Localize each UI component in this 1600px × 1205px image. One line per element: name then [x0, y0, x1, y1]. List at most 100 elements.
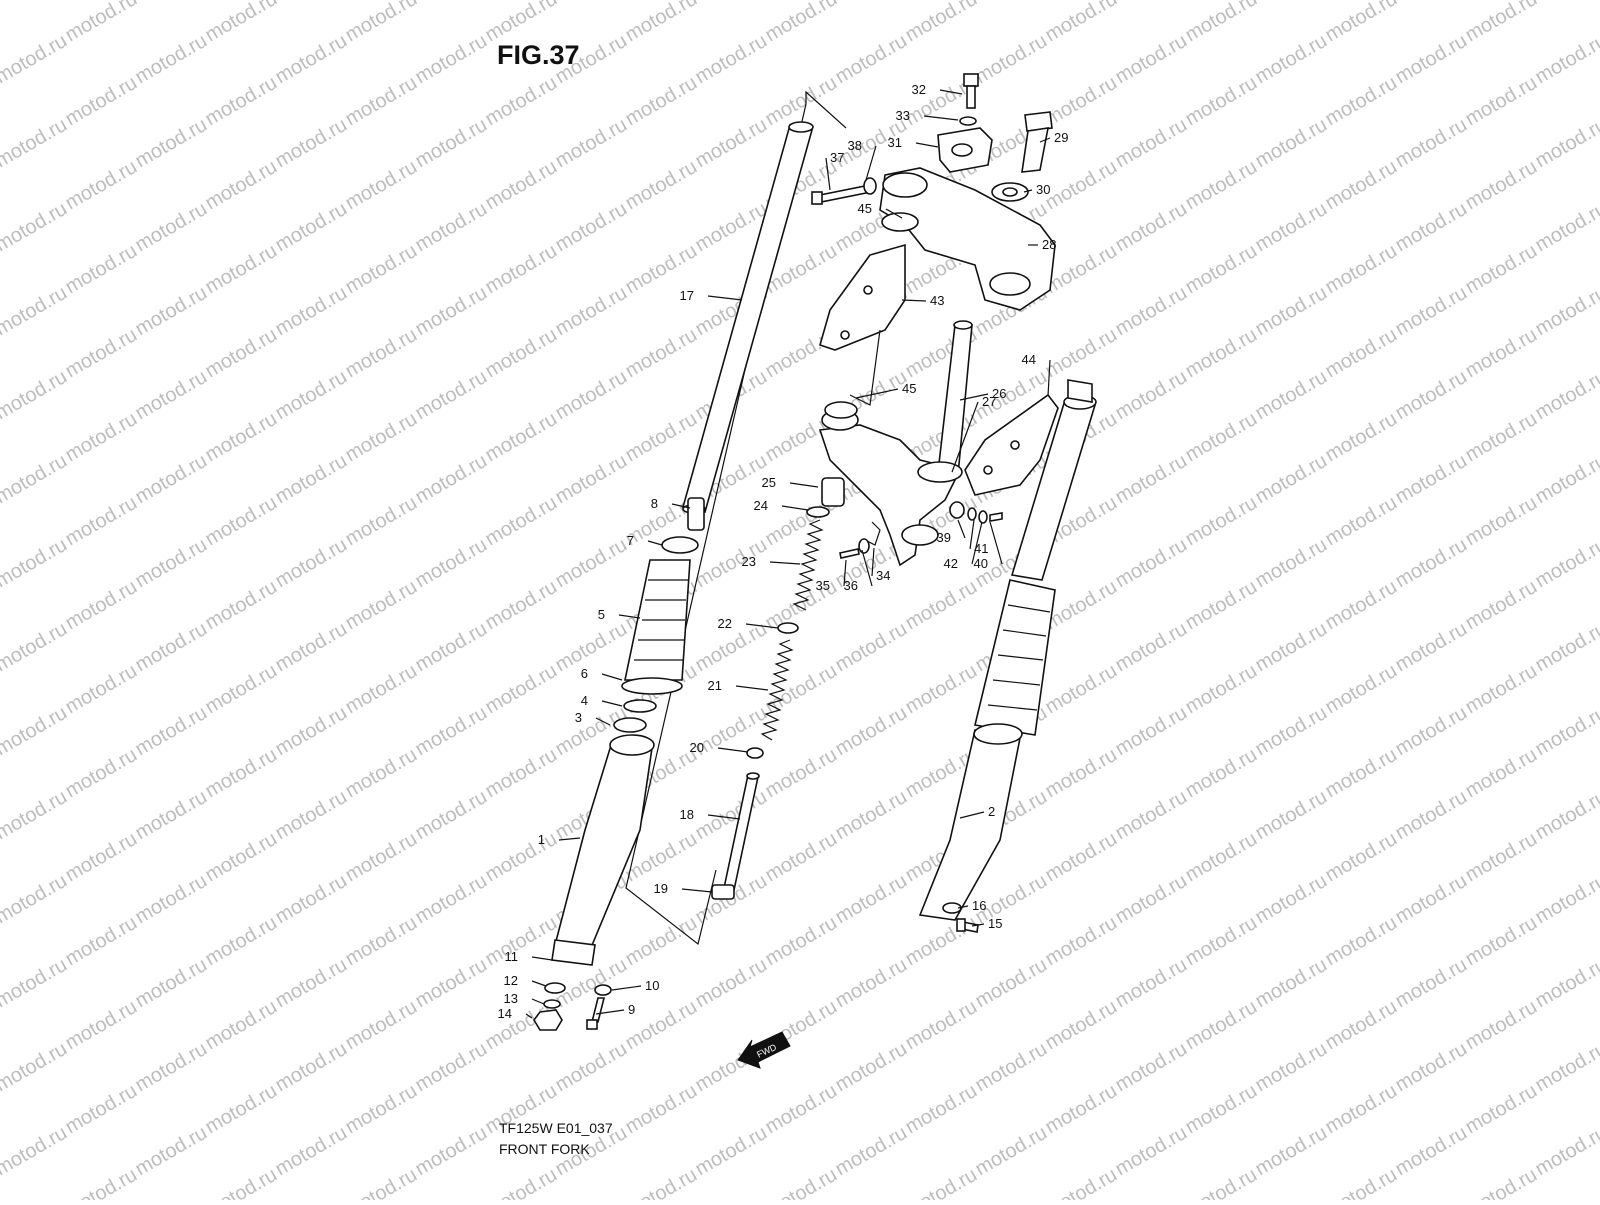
watermark-text: motod.ru — [342, 1164, 421, 1200]
watermark-text: motod.ru — [832, 30, 911, 89]
watermark-text: motod.ru — [1252, 1122, 1331, 1181]
watermark-text: motod.ru — [272, 954, 351, 1013]
callout-number: 32 — [912, 82, 926, 97]
washer-41 — [968, 508, 976, 520]
watermark-text: motod.ru — [552, 1038, 631, 1097]
watermark-text: motod.ru — [0, 1122, 71, 1181]
watermark-text: motod.ru — [202, 1164, 281, 1200]
watermark-text: motod.ru — [1532, 618, 1600, 677]
watermark-text: motod.ru — [482, 1164, 561, 1200]
callout-number: 31 — [888, 135, 902, 150]
watermark-text: motod.ru — [972, 30, 1051, 89]
callout-number: 36 — [844, 578, 858, 593]
watermark-text: motod.ru — [1462, 240, 1541, 299]
watermark-text: motod.ru — [482, 72, 561, 131]
callout-number: 4 — [581, 693, 588, 708]
watermark-text: motod.ru — [1112, 870, 1191, 929]
watermark-text: motod.ru — [622, 72, 701, 131]
watermark-text: motod.ru — [342, 72, 421, 131]
callout-number: 20 — [690, 740, 704, 755]
watermark-text: motod.ru — [762, 0, 841, 46]
watermark-text: motod.ru — [622, 1080, 701, 1139]
watermark-text: motod.ru — [412, 30, 491, 89]
watermark-text: motod.ru — [1042, 1164, 1121, 1200]
watermark-text: motod.ru — [972, 954, 1051, 1013]
watermark-text: motod.ru — [132, 618, 211, 677]
callout-number: 45 — [902, 381, 916, 396]
watermark-text: motod.ru — [1252, 534, 1331, 593]
watermark-text: motod.ru — [342, 0, 421, 46]
watermark-text: motod.ru — [202, 996, 281, 1055]
watermark-text: motod.ru — [1042, 156, 1121, 215]
watermark-text: motod.ru — [692, 114, 771, 173]
callout-number: 44 — [1022, 352, 1036, 367]
watermark-text: motod.ru — [1392, 786, 1471, 845]
watermark-text: motod.ru — [552, 534, 631, 593]
watermark-text: motod.ru — [622, 324, 701, 383]
piece-19 — [712, 885, 734, 899]
watermark-text: motod.ru — [62, 996, 141, 1055]
watermark-text: motod.ru — [902, 0, 981, 46]
watermark-text: motod.ru — [1462, 408, 1541, 467]
watermark-text: motod.ru — [1112, 198, 1191, 257]
watermark-text: motod.ru — [132, 702, 211, 761]
figure-caption: FRONT FORK — [499, 1141, 590, 1157]
callout-number: 45 — [858, 201, 872, 216]
watermark-text: motod.ru — [1462, 912, 1541, 971]
watermark-text: motod.ru — [1322, 1080, 1401, 1139]
watermark-text: motod.ru — [1462, 996, 1541, 1055]
watermark-text: motod.ru — [62, 156, 141, 215]
watermark-text: motod.ru — [202, 240, 281, 299]
watermark-text: motod.ru — [0, 0, 1, 46]
watermark-text: motod.ru — [1322, 492, 1401, 551]
watermark-text: motod.ru — [202, 408, 281, 467]
watermark-text: motod.ru — [1462, 1080, 1541, 1139]
ring-20 — [747, 748, 763, 758]
watermark-text: motod.ru — [1252, 618, 1331, 677]
callout-number: 18 — [680, 807, 694, 822]
watermark-text: motod.ru — [1532, 0, 1600, 4]
watermark-text: motod.ru — [1532, 702, 1600, 761]
watermark-text: motod.ru — [1042, 660, 1121, 719]
watermark-text: motod.ru — [0, 534, 71, 593]
watermark-text: motod.ru — [972, 0, 1051, 4]
watermark-text: motod.ru — [0, 870, 71, 929]
watermark-text: motod.ru — [1532, 786, 1600, 845]
watermark-text: motod.ru — [342, 576, 421, 635]
callout-number: 13 — [504, 991, 518, 1006]
watermark-text: motod.ru — [482, 576, 561, 635]
watermark-text: motod.ru — [342, 1080, 421, 1139]
watermark-text: motod.ru — [1112, 954, 1191, 1013]
watermark-text: motod.ru — [1392, 1122, 1471, 1181]
watermark-text: motod.ru — [272, 282, 351, 341]
watermark-text: motod.ru — [412, 786, 491, 845]
watermark-text: motod.ru — [62, 408, 141, 467]
watermark-text: motod.ru — [1392, 954, 1471, 1013]
watermark-text: motod.ru — [202, 744, 281, 803]
watermark-text: motod.ru — [412, 618, 491, 677]
watermark-text: motod.ru — [272, 870, 351, 929]
callout-number: 42 — [944, 556, 958, 571]
watermark-text: motod.ru — [1462, 744, 1541, 803]
callout-number: 1 — [538, 832, 545, 847]
watermark-text: motod.ru — [1042, 72, 1121, 131]
watermark-text: motod.ru — [1182, 996, 1261, 1055]
watermark-text: motod.ru — [902, 1080, 981, 1139]
watermark-text: motod.ru — [622, 408, 701, 467]
watermark-text: motod.ru — [1042, 324, 1121, 383]
clamp-31 — [938, 128, 992, 172]
watermark-text: motod.ru — [902, 576, 981, 635]
bolt-29 — [1022, 112, 1052, 172]
watermark-text: motod.ru — [272, 198, 351, 257]
watermark-text: motod.ru — [62, 912, 141, 971]
watermark-text: motod.ru — [1322, 324, 1401, 383]
callout-number: 28 — [1042, 237, 1056, 252]
watermark-text: motod.ru — [762, 912, 841, 971]
watermark-text: motod.ru — [1112, 1038, 1191, 1097]
callout-number: 7 — [627, 533, 634, 548]
callout-11: 11 — [505, 949, 553, 964]
watermark-text: motod.ru — [1182, 912, 1261, 971]
watermark-text: motod.ru — [1112, 30, 1191, 89]
watermark-text: motod.ru — [0, 702, 71, 761]
watermark-text: motod.ru — [832, 1038, 911, 1097]
